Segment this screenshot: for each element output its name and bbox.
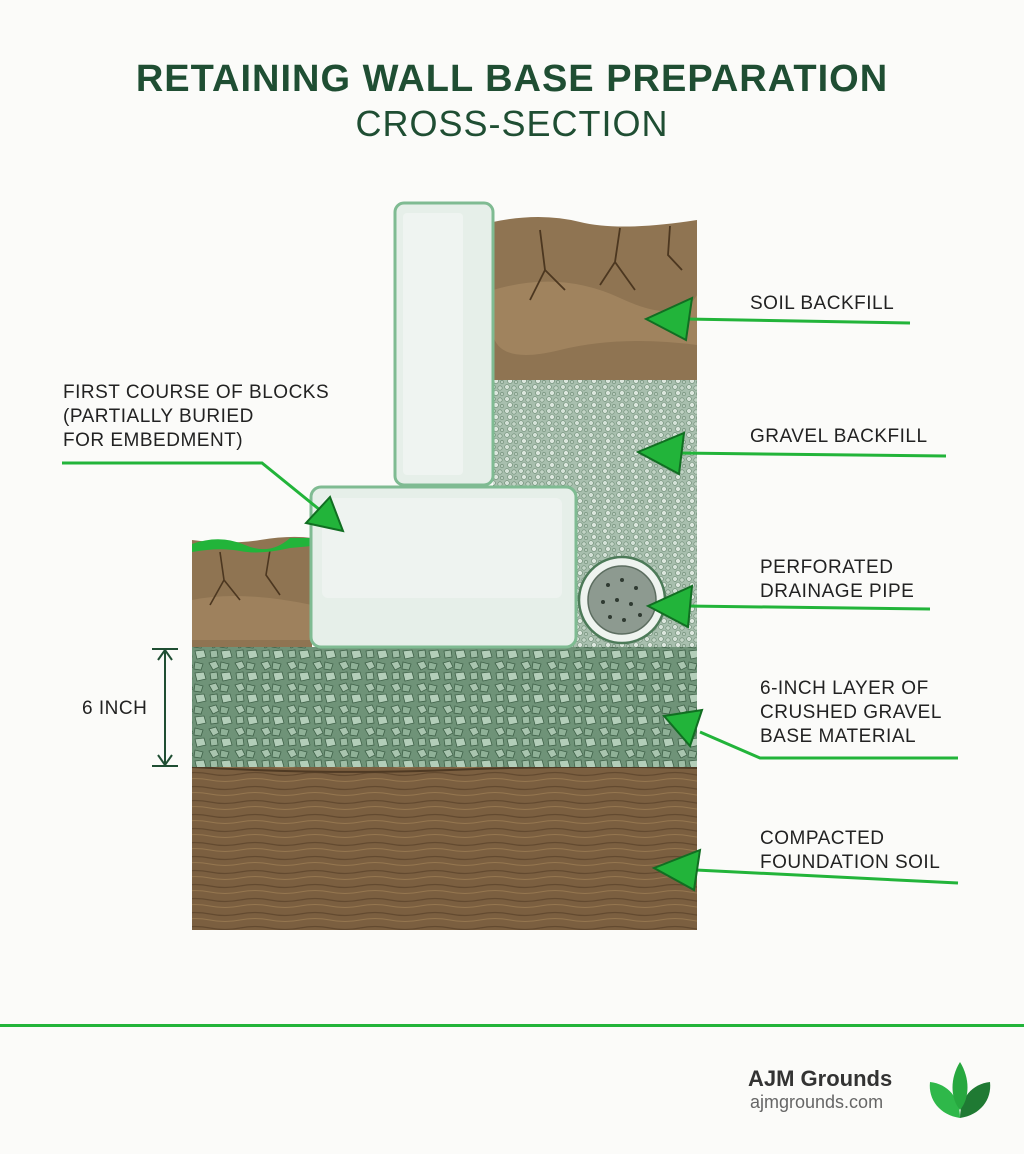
label-drainage-pipe: PERFORATED DRAINAGE PIPE (760, 557, 915, 602)
foundation-soil-layer (192, 767, 697, 930)
label-dimension: 6 INCH (82, 698, 148, 719)
label-gravel-backfill: GRAVEL BACKFILL (750, 426, 928, 447)
footer-divider (0, 1024, 1024, 1027)
leader-gravel-base (662, 708, 958, 760)
label-gravel-base: 6-INCH LAYER OF CRUSHED GRAVEL BASE MATE… (760, 678, 942, 747)
leader-drainage-pipe (645, 584, 931, 629)
drainage-pipe (577, 555, 667, 645)
leaf-logo-icon (929, 1062, 991, 1118)
gravel-base-layer (192, 647, 697, 767)
label-soil-backfill: SOIL BACKFILL (750, 293, 895, 314)
cross-section-diagram (62, 201, 959, 930)
brand-url: ajmgrounds.com (750, 1092, 884, 1112)
page-title: RETAINING WALL BASE PREPARATION (135, 58, 889, 100)
leader-first-course (62, 461, 345, 533)
leader-foundation (651, 848, 959, 892)
leader-gravel-backfill (635, 431, 947, 476)
dimension-marker (152, 648, 178, 767)
leader-soil-backfill (643, 296, 911, 342)
label-foundation: COMPACTED FOUNDATION SOIL (760, 828, 941, 873)
page-subtitle: CROSS-SECTION (355, 103, 669, 144)
label-first-course: FIRST COURSE OF BLOCKS (PARTIALLY BURIED… (63, 382, 330, 451)
brand-name: AJM Grounds (748, 1066, 893, 1091)
grass-line (192, 538, 312, 553)
